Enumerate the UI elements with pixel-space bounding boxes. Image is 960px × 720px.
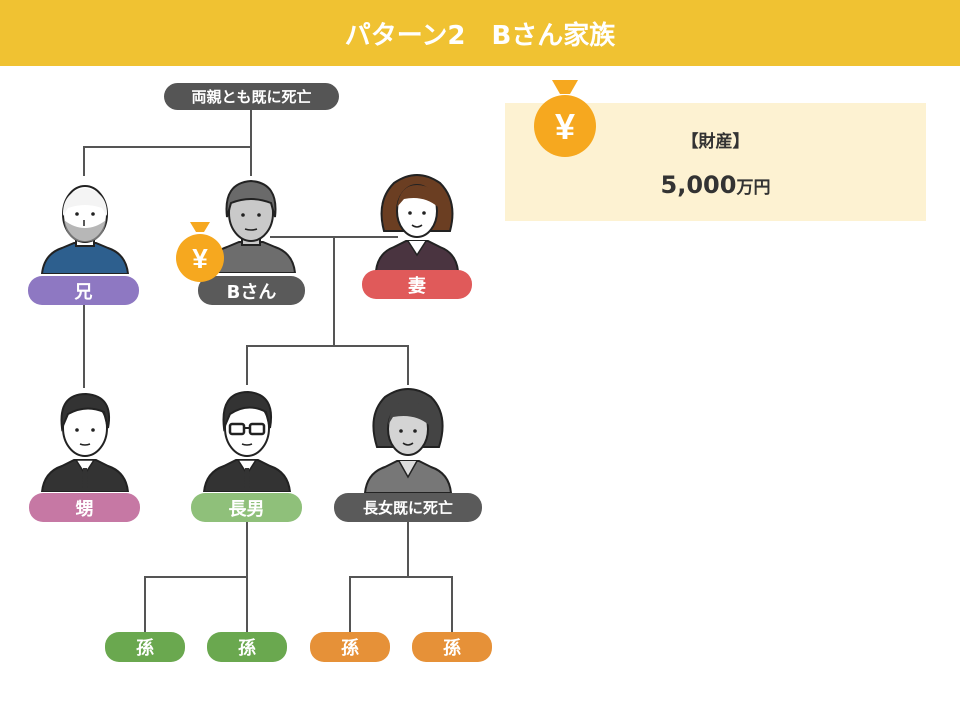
b-san-avatar-icon — [205, 179, 297, 273]
connector-line — [246, 345, 248, 385]
brother-avatar-icon — [40, 185, 130, 274]
grandchild-label: 孫 — [412, 632, 492, 662]
grandchild-label: 孫 — [105, 632, 185, 662]
page-title-bar: パターン2 Bさん家族 — [0, 0, 960, 66]
grandchild-label: 孫 — [207, 632, 287, 662]
brother-label: 兄 — [28, 276, 139, 305]
connector-line — [144, 576, 248, 578]
asset-amount-unit: 万円 — [736, 178, 771, 198]
connector-line — [451, 576, 453, 632]
eldest-son-avatar-icon — [202, 390, 292, 492]
parents-deceased-label: 両親とも既に死亡 — [164, 83, 339, 110]
yen-symbol: ¥ — [555, 106, 575, 147]
b-san-label: Bさん — [198, 276, 305, 305]
asset-money-bag-icon: ¥ — [534, 80, 596, 157]
connector-line — [349, 576, 453, 578]
connector-line — [407, 345, 409, 385]
connector-line — [83, 304, 85, 388]
nephew-label: 甥 — [29, 493, 140, 522]
asset-amount-value: 5,000 — [660, 171, 737, 199]
connector-line — [144, 576, 146, 632]
yen-symbol: ¥ — [192, 243, 208, 274]
connector-line — [83, 146, 85, 176]
connector-line — [250, 146, 252, 176]
eldest-daughter-avatar-icon — [363, 388, 453, 493]
connector-line — [250, 108, 252, 148]
connector-line — [333, 236, 335, 346]
eldest-daughter-label: 長女既に死亡 — [334, 493, 482, 522]
asset-amount: 5,000万円 — [505, 171, 926, 199]
asset-box: 【財産】 5,000万円 — [505, 103, 926, 221]
money-bag-icon: ¥ — [176, 222, 224, 282]
wife-avatar-icon — [374, 174, 460, 271]
eldest-son-label: 長男 — [191, 493, 302, 522]
connector-line — [349, 576, 351, 632]
connector-line — [83, 146, 252, 148]
asset-title: 【財産】 — [681, 132, 750, 152]
page-title: パターン2 Bさん家族 — [344, 20, 616, 51]
connector-line — [246, 345, 409, 347]
wife-label: 妻 — [362, 270, 472, 299]
grandchild-label: 孫 — [310, 632, 390, 662]
connector-line — [246, 576, 248, 632]
nephew-avatar-icon — [40, 392, 130, 492]
connector-line — [246, 520, 248, 578]
connector-line — [407, 520, 409, 578]
